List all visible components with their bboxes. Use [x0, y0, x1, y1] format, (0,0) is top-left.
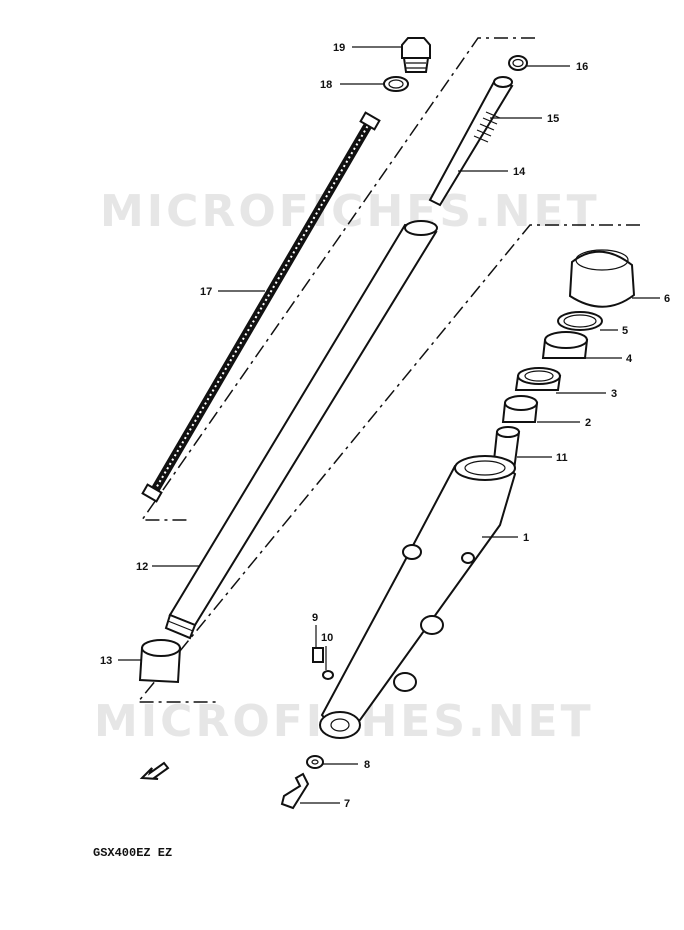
callout-15: 15	[547, 113, 559, 125]
assembly-guide-lines	[136, 37, 640, 703]
callout-17: 17	[200, 286, 212, 298]
part-6-dust-seal	[568, 249, 636, 308]
part-4-oil-seal	[541, 331, 589, 359]
callout-13: 13	[100, 655, 112, 667]
callout-2: 2	[585, 417, 591, 429]
part-5-snap-ring	[557, 311, 603, 331]
callout-6: 6	[664, 293, 670, 305]
part-17-spring	[141, 111, 381, 503]
callout-8: 8	[364, 759, 370, 771]
callout-4: 4	[626, 353, 633, 365]
callout-9: 9	[312, 612, 318, 624]
callout-1: 1	[523, 532, 529, 544]
part-2-guide-bush	[501, 395, 539, 423]
watermark-top: MICROFICHES.NET	[100, 186, 600, 237]
callout-10: 10	[321, 632, 333, 644]
callout-5: 5	[622, 325, 628, 337]
callout-labels: 19 18 16 15 14 17 6 5 4 3 2 11 1 12 9 10…	[100, 42, 670, 810]
callout-18: 18	[320, 79, 332, 91]
part-9-10-screw-gasket	[312, 647, 334, 680]
leader-lines	[118, 46, 660, 804]
callout-3: 3	[611, 388, 617, 400]
callout-7: 7	[344, 798, 350, 810]
callout-19: 19	[333, 42, 345, 54]
callout-11: 11	[556, 452, 568, 464]
front-arrow-icon	[139, 761, 170, 780]
part-1-outer-tube	[319, 455, 517, 739]
part-7-drain-bolt	[280, 772, 310, 810]
part-18-o-ring	[383, 76, 409, 92]
part-16-ring	[508, 55, 528, 71]
part-12-inner-tube	[164, 220, 438, 640]
model-caption: GSX400EZ EZ	[93, 846, 172, 860]
part-19-cap-bolt	[401, 37, 431, 73]
callout-14: 14	[513, 166, 526, 178]
part-8-gasket	[306, 755, 324, 769]
callout-16: 16	[576, 61, 588, 73]
part-14-damper-rod	[428, 76, 514, 207]
part-3-washer	[514, 367, 562, 391]
callout-12: 12	[136, 561, 148, 573]
part-13-slide-bush	[138, 639, 182, 684]
